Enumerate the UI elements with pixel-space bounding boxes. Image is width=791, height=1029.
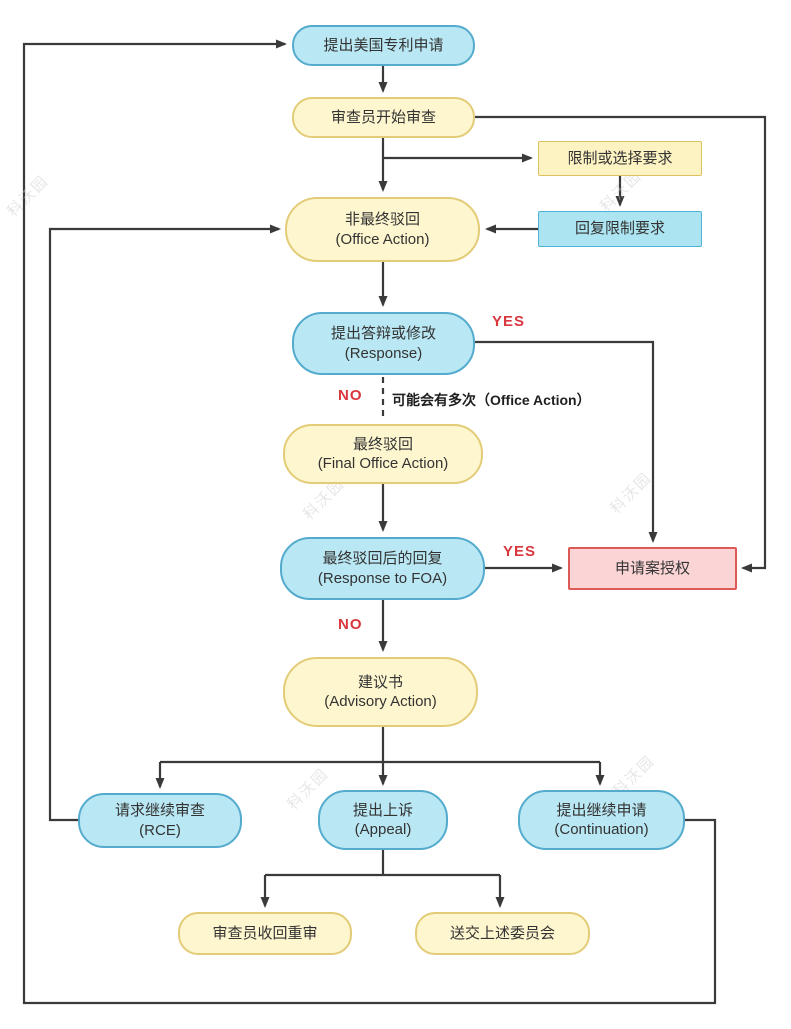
node-label: 请求继续审查 [114, 802, 205, 819]
node-sublabel: (Response) [344, 344, 423, 362]
label-yes-response: YES [492, 313, 526, 330]
node-reply-restriction: 回复限制要求 [538, 211, 702, 247]
node-file-us-application: 提出美国专利申请 [292, 25, 475, 66]
node-response: 提出答辩或修改 (Response) [292, 312, 475, 375]
node-sublabel: (Final Office Action) [317, 455, 449, 472]
node-rce: 请求继续审查 (RCE) [78, 793, 242, 848]
node-label: 最终驳回后的回复 [322, 550, 443, 567]
node-label: 最终驳回 [352, 435, 413, 453]
watermark: 科沃园 [607, 469, 656, 518]
label-yes-foa: YES [503, 543, 537, 560]
node-appeal: 提出上诉 (Appeal) [318, 790, 448, 850]
node-label: 申请案授权 [614, 559, 690, 577]
node-label: 限制或选择要求 [567, 149, 673, 167]
node-response-to-foa: 最终驳回后的回复 (Response to FOA) [280, 537, 485, 600]
node-label: 审查员开始审查 [330, 108, 436, 126]
node-label: 提出答辩或修改 [330, 325, 436, 342]
node-application-granted: 申请案授权 [568, 547, 737, 590]
node-label: 建议书 [357, 673, 403, 691]
node-submit-to-board: 送交上述委员会 [415, 912, 590, 955]
node-sublabel: (Office Action) [335, 230, 430, 248]
node-label: 审查员收回重审 [212, 924, 318, 942]
node-continuation: 提出继续申请 (Continuation) [518, 790, 685, 850]
label-no-response: NO [338, 387, 363, 404]
node-examiner-reopen: 审查员收回重审 [178, 912, 352, 955]
node-final-office-action: 最终驳回 (Final Office Action) [283, 424, 483, 484]
note-multiple-office-actions: 可能会有多次（Office Action） [392, 392, 591, 408]
node-advisory-action: 建议书 (Advisory Action) [283, 657, 478, 727]
node-sublabel: (RCE) [139, 821, 181, 839]
node-examiner-begins: 审查员开始审查 [292, 97, 475, 138]
node-label: 回复限制要求 [574, 220, 665, 238]
node-label: 提出美国专利申请 [323, 36, 444, 54]
node-sublabel: (Appeal) [354, 821, 412, 838]
node-non-final-office-action: 非最终驳回 (Office Action) [285, 197, 480, 262]
label-no-foa: NO [338, 616, 363, 633]
node-label: 提出继续申请 [556, 801, 647, 819]
node-label: 送交上述委员会 [449, 924, 555, 942]
node-sublabel: (Continuation) [554, 821, 649, 838]
watermark: 科沃园 [4, 172, 53, 221]
node-sublabel: (Response to FOA) [317, 569, 448, 587]
node-label: 提出上诉 [352, 801, 413, 819]
node-sublabel: (Advisory Action) [324, 693, 437, 710]
node-restriction-requirement: 限制或选择要求 [538, 141, 702, 176]
node-label: 非最终驳回 [344, 211, 420, 228]
